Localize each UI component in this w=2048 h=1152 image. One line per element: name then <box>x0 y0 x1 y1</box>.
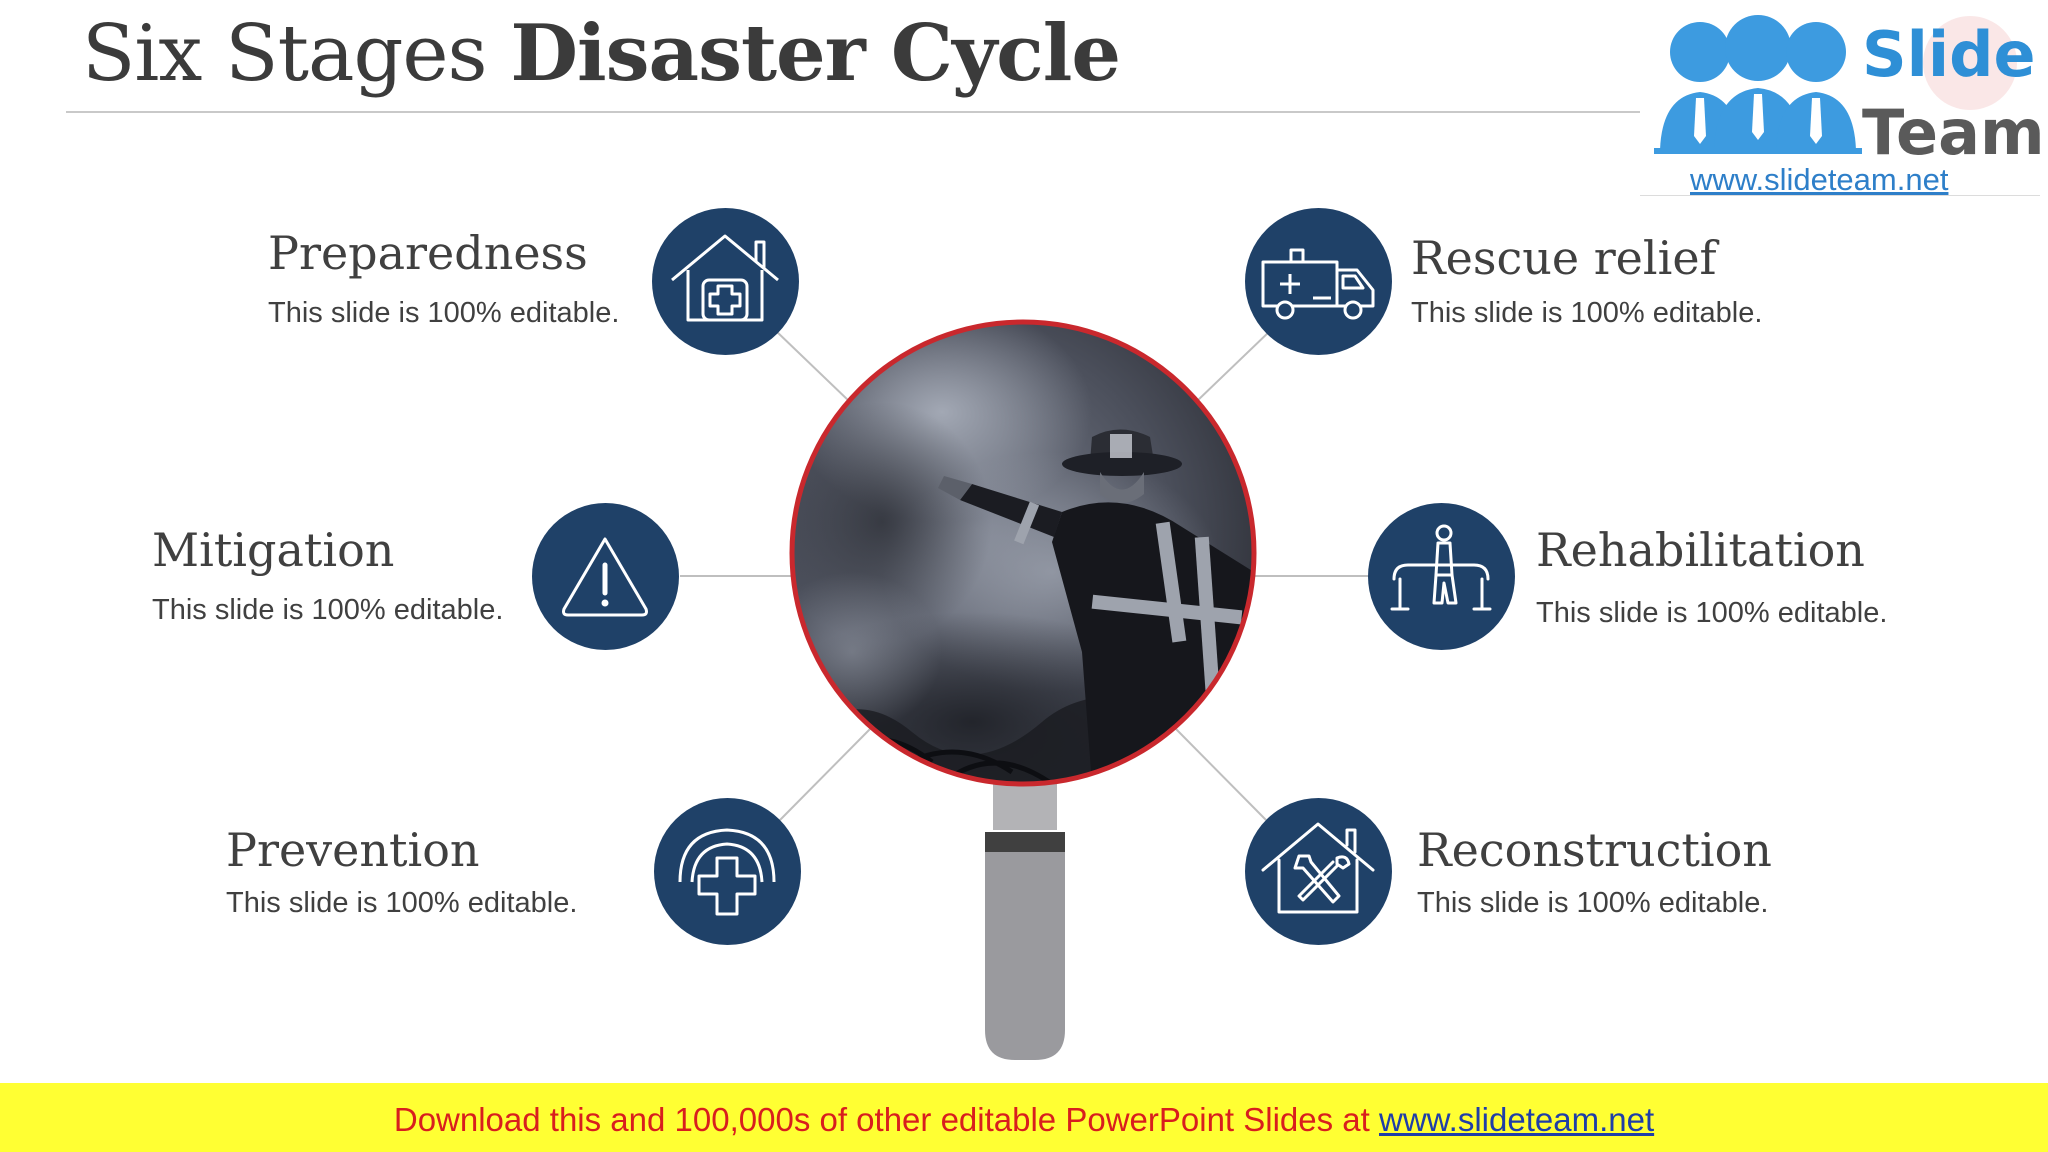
ambulance-icon <box>1261 248 1375 320</box>
reconstruction-circle <box>1245 798 1392 945</box>
people-logo-icon <box>1654 15 1862 154</box>
title-divider <box>66 111 1640 113</box>
stage-title-preparedness: Preparedness <box>268 226 588 280</box>
stage-desc-mitigation: This slide is 100% editable. <box>152 594 504 626</box>
logo-badge-decor <box>1923 16 2017 110</box>
mitigation-circle <box>532 503 679 650</box>
logo-url-link[interactable]: www.slideteam.net <box>1690 162 1949 197</box>
stage-desc-reconstruction: This slide is 100% editable. <box>1417 887 1769 919</box>
connector-rescue <box>1195 329 1272 403</box>
house-medical-icon <box>671 234 779 322</box>
stage-title-prevention: Prevention <box>226 823 480 877</box>
house-tools-icon <box>1261 822 1375 914</box>
connector-prevention <box>779 726 873 821</box>
stage-title-reconstruction: Reconstruction <box>1417 823 1772 877</box>
connector-preparedness <box>774 329 851 403</box>
connector-reconstruction <box>1173 726 1267 821</box>
stage-desc-rescue-relief: This slide is 100% editable. <box>1411 297 1763 329</box>
banner-url-link[interactable]: www.slideteam.net <box>1379 1101 1655 1138</box>
stage-title-mitigation: Mitigation <box>152 523 395 577</box>
page-title-bold: Disaster Cycle <box>510 8 1121 99</box>
rescue-relief-circle <box>1245 208 1392 355</box>
stage-desc-rehabilitation: This slide is 100% editable. <box>1536 597 1888 629</box>
stage-desc-preparedness: This slide is 100% editable. <box>268 297 620 329</box>
warning-triangle-icon <box>562 537 648 617</box>
logo-word-slide: Slide <box>1862 18 2036 91</box>
firefighter-photo <box>792 322 1254 784</box>
page-title: Six Stages Disaster Cycle <box>82 8 1121 99</box>
stage-title-rehabilitation: Rehabilitation <box>1536 523 1865 577</box>
rehabilitation-circle <box>1368 503 1515 650</box>
preparedness-circle <box>652 208 799 355</box>
page-title-light: Six Stages <box>82 9 511 99</box>
download-banner <box>0 1083 2048 1152</box>
helmet-cross-icon <box>678 828 776 916</box>
banner-prefix: Download this and 100,000s of other edit… <box>393 1101 1379 1138</box>
lens-rim <box>789 319 1257 787</box>
prevention-circle <box>654 798 801 945</box>
stage-desc-prevention: This slide is 100% editable. <box>226 887 578 919</box>
banner-text: Download this and 100,000s of other edit… <box>0 1101 2048 1139</box>
logo-word-team: Team <box>1862 96 2045 169</box>
slideteam-logo: Slide Team www.slideteam.net <box>1640 0 2048 200</box>
magnifier-handle <box>985 780 1065 1060</box>
person-on-bench-icon <box>1390 524 1492 611</box>
logo-divider <box>1640 195 2040 196</box>
stage-title-rescue-relief: Rescue relief <box>1411 231 1717 285</box>
